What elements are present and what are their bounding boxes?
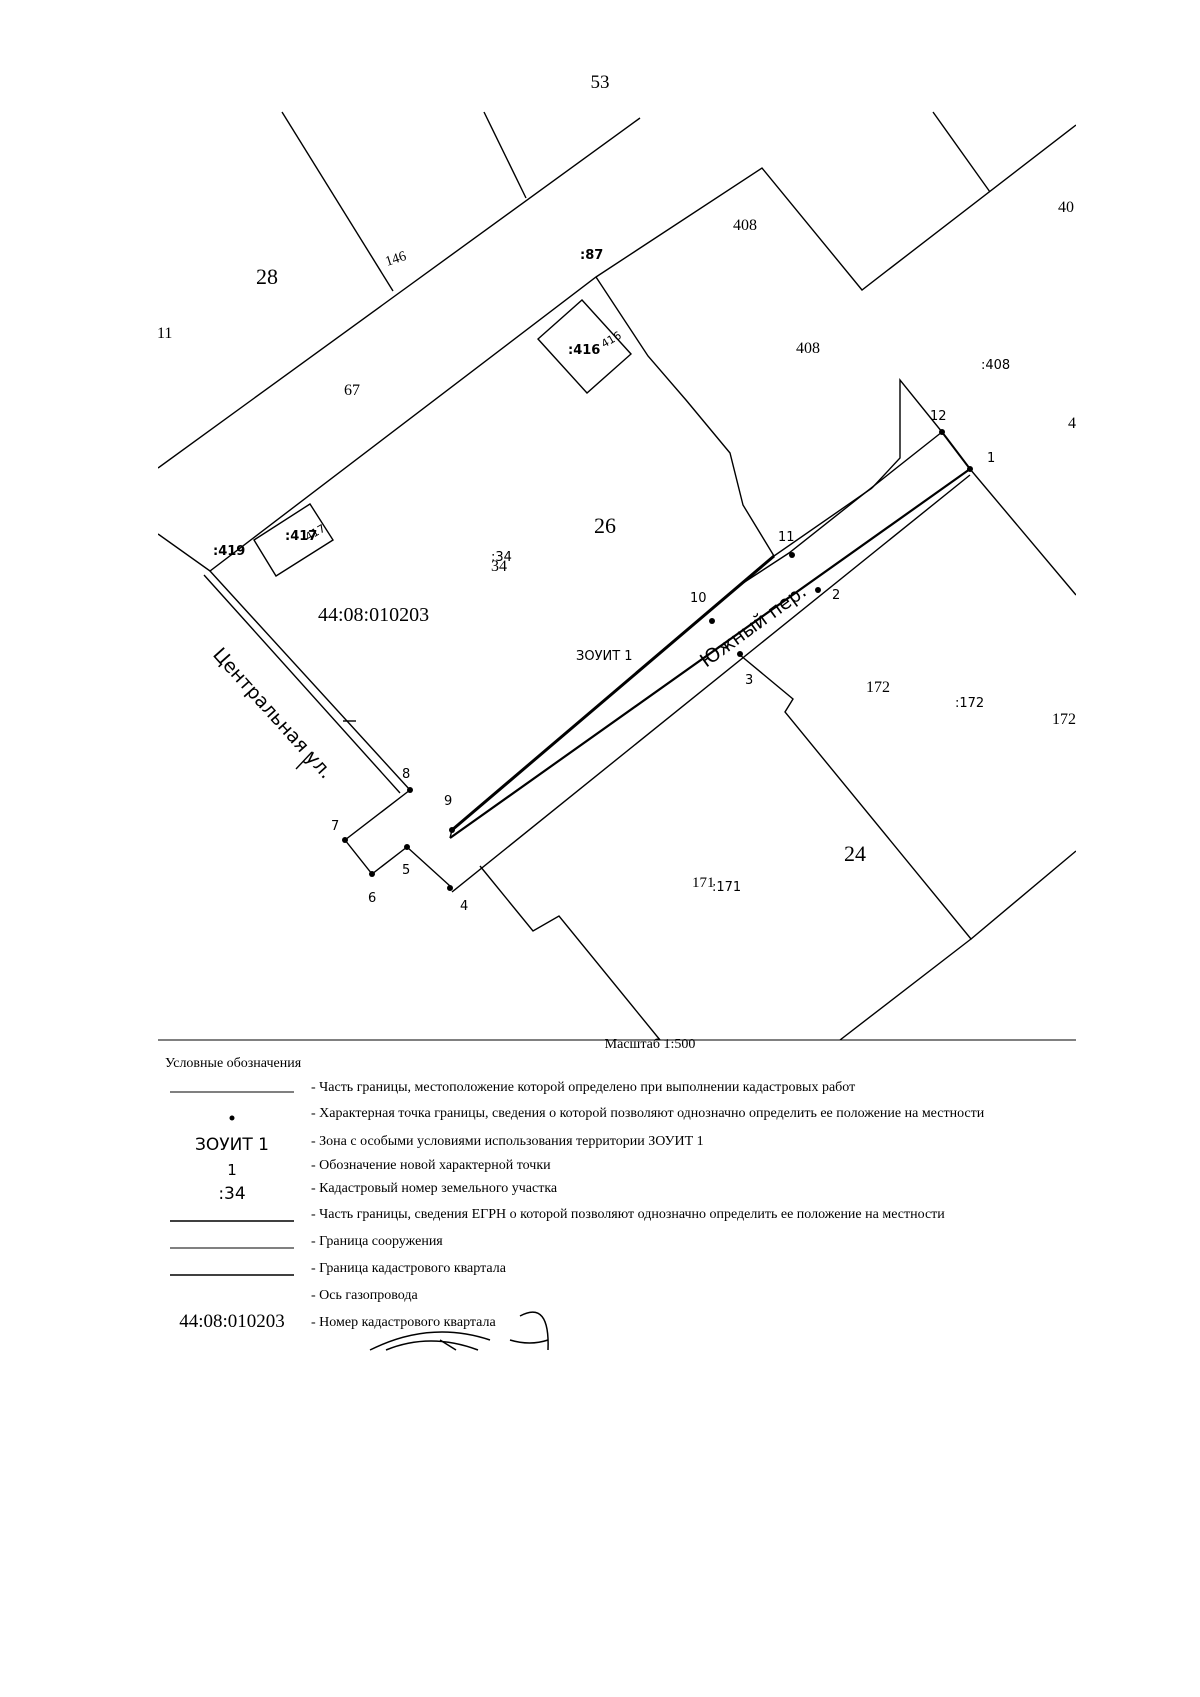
point-number-2: 2: [832, 588, 840, 603]
structure-boundary: [253, 503, 334, 577]
point-marker-8: [407, 787, 413, 793]
characteristic-points: [342, 429, 973, 891]
legend-symbol-point-number: 1: [227, 1161, 237, 1179]
structure-boundary: [537, 299, 632, 394]
legend-text: - Зона с особыми условиями использования…: [311, 1134, 704, 1149]
boundary-line: [281, 111, 394, 292]
point-number-5: 5: [402, 863, 410, 878]
parcel-number: 171: [692, 875, 715, 891]
point-number-4: 4: [460, 899, 468, 914]
point-number-1: 1: [987, 451, 995, 466]
point-number-11: 11: [778, 530, 795, 545]
street-name-central: Центральная ул.: [208, 644, 337, 784]
quarter-number-on-map: 44:08:010203: [318, 604, 429, 626]
point-marker-10: [709, 618, 715, 624]
cadastral-number: :34: [491, 550, 512, 565]
boundary-line: [449, 468, 971, 839]
legend-symbol-cadastral-number: :34: [218, 1184, 246, 1204]
parcel-number: 34: [491, 558, 507, 575]
point-number-10: 10: [690, 591, 707, 606]
legend-text: - Обозначение новой характерной точки: [311, 1158, 551, 1173]
page-number: 53: [590, 72, 610, 93]
parcel-number: 11: [157, 325, 172, 342]
point-marker-4: [447, 885, 453, 891]
boundary-line: [839, 938, 972, 1040]
boundary-line: [941, 431, 971, 470]
cadastral-number: :171: [712, 880, 741, 895]
parcel-number: 408: [796, 340, 820, 357]
boundary-line: [344, 789, 451, 887]
boundary-line: [595, 276, 873, 557]
cadastral-number: :87: [580, 248, 603, 263]
street-name-south: Южный пер.: [696, 580, 811, 672]
boundary-line: [479, 865, 661, 1040]
legend-text: - Кадастровый номер земельного участка: [311, 1181, 558, 1196]
stamp: [369, 1311, 549, 1351]
point-marker-3: [737, 651, 743, 657]
legend-heading: Условные обозначения: [165, 1056, 302, 1071]
cadastral-number: :408: [981, 358, 1010, 373]
point-number-8: 8: [402, 767, 410, 782]
point-number-9: 9: [444, 794, 452, 809]
legend-symbol-quarter-number: 44:08:010203: [179, 1311, 285, 1332]
legend-text: - Часть границы, сведения ЕГРН о которой…: [311, 1207, 945, 1222]
cadastral-number: :416: [568, 343, 600, 358]
boundary-line: [158, 124, 1076, 572]
parcel-number: 40: [1058, 199, 1074, 216]
boundary-line: [209, 570, 411, 791]
cadastral-number: :172: [955, 696, 984, 711]
cadastral-number: :419: [213, 544, 245, 559]
parcel-number: 24: [844, 841, 866, 866]
legend-text: - Граница сооружения: [311, 1234, 443, 1249]
point-number-12: 12: [930, 409, 947, 424]
scale-caption: Масштаб 1:500: [604, 1037, 696, 1052]
parcel-number: 67: [344, 382, 360, 399]
legend-text: - Номер кадастрового квартала: [311, 1315, 496, 1330]
parcel-number: 146: [384, 249, 409, 270]
point-marker-6: [369, 871, 375, 877]
point-number-7: 7: [331, 819, 339, 834]
legend-text: - Характерная точка границы, сведения о …: [311, 1106, 985, 1121]
boundary-line: [483, 111, 527, 199]
legend-text: - Часть границы, местоположение которой …: [311, 1080, 856, 1095]
point-marker-2: [815, 587, 821, 593]
street-tick: [295, 751, 313, 770]
parcel-number: 408: [733, 217, 757, 234]
zone-label: ЗОУИТ 1: [576, 649, 633, 664]
parcel-number: 28: [256, 264, 278, 289]
parcel-number: 172: [866, 679, 890, 696]
parcel-number: 172: [1052, 711, 1076, 728]
cadastral-number: :417: [285, 529, 317, 544]
point-number-6: 6: [368, 891, 376, 906]
boundary-line: [739, 654, 1076, 940]
point-marker-11: [789, 552, 795, 558]
boundary-line: [871, 378, 943, 489]
parcel-number: 4: [1068, 415, 1076, 432]
point-marker-5: [404, 844, 410, 850]
point-marker-1: [967, 466, 973, 472]
point-marker-7: [342, 837, 348, 843]
boundary-line: [451, 474, 971, 893]
legend-symbols: [170, 1091, 294, 1276]
legend-point-dot: [229, 1115, 235, 1121]
legend-symbol-zone: ЗОУИТ 1: [195, 1135, 269, 1155]
parcel-number: 26: [594, 513, 616, 538]
boundary-line: [969, 468, 1076, 596]
boundary-line: [932, 111, 991, 193]
legend-text: - Ось газопровода: [311, 1288, 418, 1303]
point-marker-12: [939, 429, 945, 435]
point-number-3: 3: [745, 673, 753, 688]
boundary-line: [451, 431, 943, 831]
parcel-number: 416: [599, 329, 624, 351]
boundary-line: [158, 117, 641, 469]
map-lines: [158, 111, 1076, 1040]
legend-text: - Граница кадастрового квартала: [311, 1261, 506, 1276]
structure-boundary: [203, 574, 401, 794]
point-marker-9: [449, 827, 455, 833]
